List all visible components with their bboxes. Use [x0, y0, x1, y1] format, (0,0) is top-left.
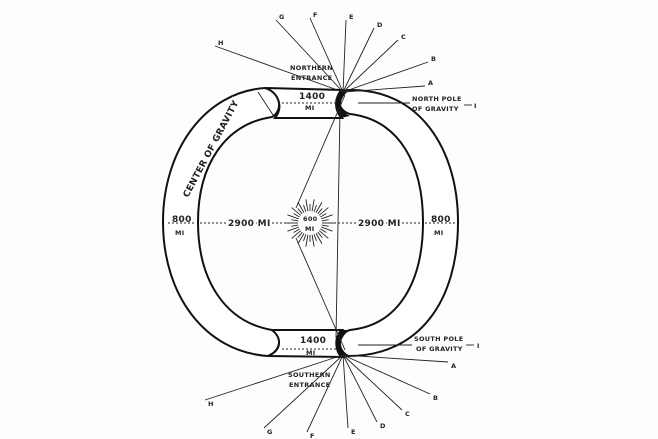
sun-ray: [305, 199, 309, 212]
central-sun: [286, 199, 334, 247]
sun-ray: [297, 201, 305, 213]
top-ray-label: G: [279, 13, 285, 21]
bottom-ray-label: H: [208, 400, 214, 408]
top-ray-label: F: [313, 11, 318, 19]
bottom-ray-line: [342, 354, 431, 395]
sun-ray: [291, 224, 299, 227]
sun-ray: [318, 230, 329, 239]
pole-marker-top: I: [474, 102, 477, 110]
sun-label-2: MI: [305, 225, 315, 233]
crust-left-label-1: 800: [172, 215, 192, 225]
bottom-ray-label: C: [405, 410, 410, 418]
interior-left-label: 2900 MI: [228, 219, 271, 229]
bottom-ray-line: [342, 354, 378, 423]
sun-ray: [303, 234, 307, 242]
sun-ray: [315, 233, 323, 245]
sun-ray: [321, 226, 333, 232]
top-ray-line: [275, 19, 344, 93]
sun-ray: [321, 224, 329, 227]
sun-ray: [315, 201, 323, 213]
axis-line: [295, 94, 346, 209]
tube-top-label-2: MI: [305, 104, 315, 112]
top-ray-line: [342, 19, 347, 93]
sun-ray: [293, 228, 300, 233]
top-ray-label: C: [401, 33, 406, 41]
sun-ray: [287, 226, 299, 232]
tube-bottom-label-1: 1400: [300, 336, 326, 346]
crust-right-label-2: MI: [434, 229, 444, 237]
sun-ray: [311, 234, 315, 247]
sun-ray: [318, 207, 329, 216]
bottom-ray-line: [263, 354, 344, 429]
sun-ray: [291, 230, 302, 239]
sun-ray: [320, 213, 327, 218]
pole-marker-bottom: I: [477, 342, 480, 350]
sun-ray: [297, 233, 305, 245]
southern-entrance-label-1: SOUTHERN: [288, 371, 331, 379]
northern-entrance-label-1: NORTHERN: [290, 64, 333, 72]
south-pole-label-1: SOUTH POLE: [414, 335, 464, 343]
axis-line: [295, 237, 346, 351]
sun-ray: [297, 231, 303, 238]
sun-ray: [317, 231, 323, 238]
sun-ray: [321, 214, 333, 220]
sun-ray: [317, 208, 323, 215]
top-ray-label: B: [431, 55, 436, 63]
top-ray-label: H: [218, 39, 224, 47]
south-pole-label-2: OF GRAVITY: [416, 345, 463, 353]
bottom-ray-label: G: [267, 428, 273, 436]
sun-ray: [305, 234, 309, 247]
sun-ray: [320, 228, 327, 233]
sun-ray: [313, 204, 317, 212]
bottom-ray-line: [306, 354, 344, 433]
sun-ray: [321, 219, 329, 222]
bottom-ray-line: [204, 354, 344, 401]
north-entrance-mark: [335, 90, 350, 118]
north-pole-label-1: NORTH POLE: [412, 95, 462, 103]
sun-ray: [291, 219, 299, 222]
bottom-ray-label: A: [451, 362, 456, 370]
bottom-ray-line: [342, 354, 449, 363]
sun-ray: [287, 214, 299, 220]
sun-ray: [291, 207, 302, 216]
crust-right-label-1: 800: [431, 215, 451, 225]
top-ray-label: E: [349, 13, 354, 21]
crust-left-label-2: MI: [175, 229, 185, 237]
bottom-ray-line: [342, 354, 349, 429]
top-ray-line: [342, 61, 429, 93]
bottom-ray-label: B: [433, 394, 438, 402]
top-ray-line: [342, 27, 375, 93]
sun-ray: [313, 234, 317, 242]
top-ray-line: [214, 45, 344, 93]
sun-ray: [303, 204, 307, 212]
sun-ray: [311, 199, 315, 212]
sun-label-1: 600: [303, 215, 318, 223]
bottom-ray-label: F: [310, 432, 315, 439]
northern-entrance-label-2: ENTRANCE: [291, 74, 332, 82]
southern-entrance-label-2: ENTRANCE: [289, 381, 330, 389]
bottom-ray-line: [342, 354, 403, 411]
top-ray-line: [309, 17, 344, 93]
top-ray-label: D: [377, 21, 383, 29]
tube-top-label-1: 1400: [299, 92, 325, 102]
top-ray-line: [342, 85, 426, 93]
sun-ray: [293, 213, 300, 218]
sun-ray: [297, 208, 303, 215]
axis-line: [335, 109, 341, 339]
interior-right-label: 2900 MI: [358, 219, 401, 229]
bottom-ray-label: D: [380, 422, 386, 430]
tube-bottom-label-2: MI: [306, 349, 316, 357]
top-ray-label: A: [428, 79, 433, 87]
top-ray-line: [342, 39, 399, 93]
tube-divider: [257, 91, 276, 119]
bottom-ray-label: E: [351, 428, 356, 436]
north-pole-label-2: OF GRAVITY: [412, 105, 459, 113]
ray-lines: A B C D E F G H A B C D E F G H: [204, 11, 456, 439]
